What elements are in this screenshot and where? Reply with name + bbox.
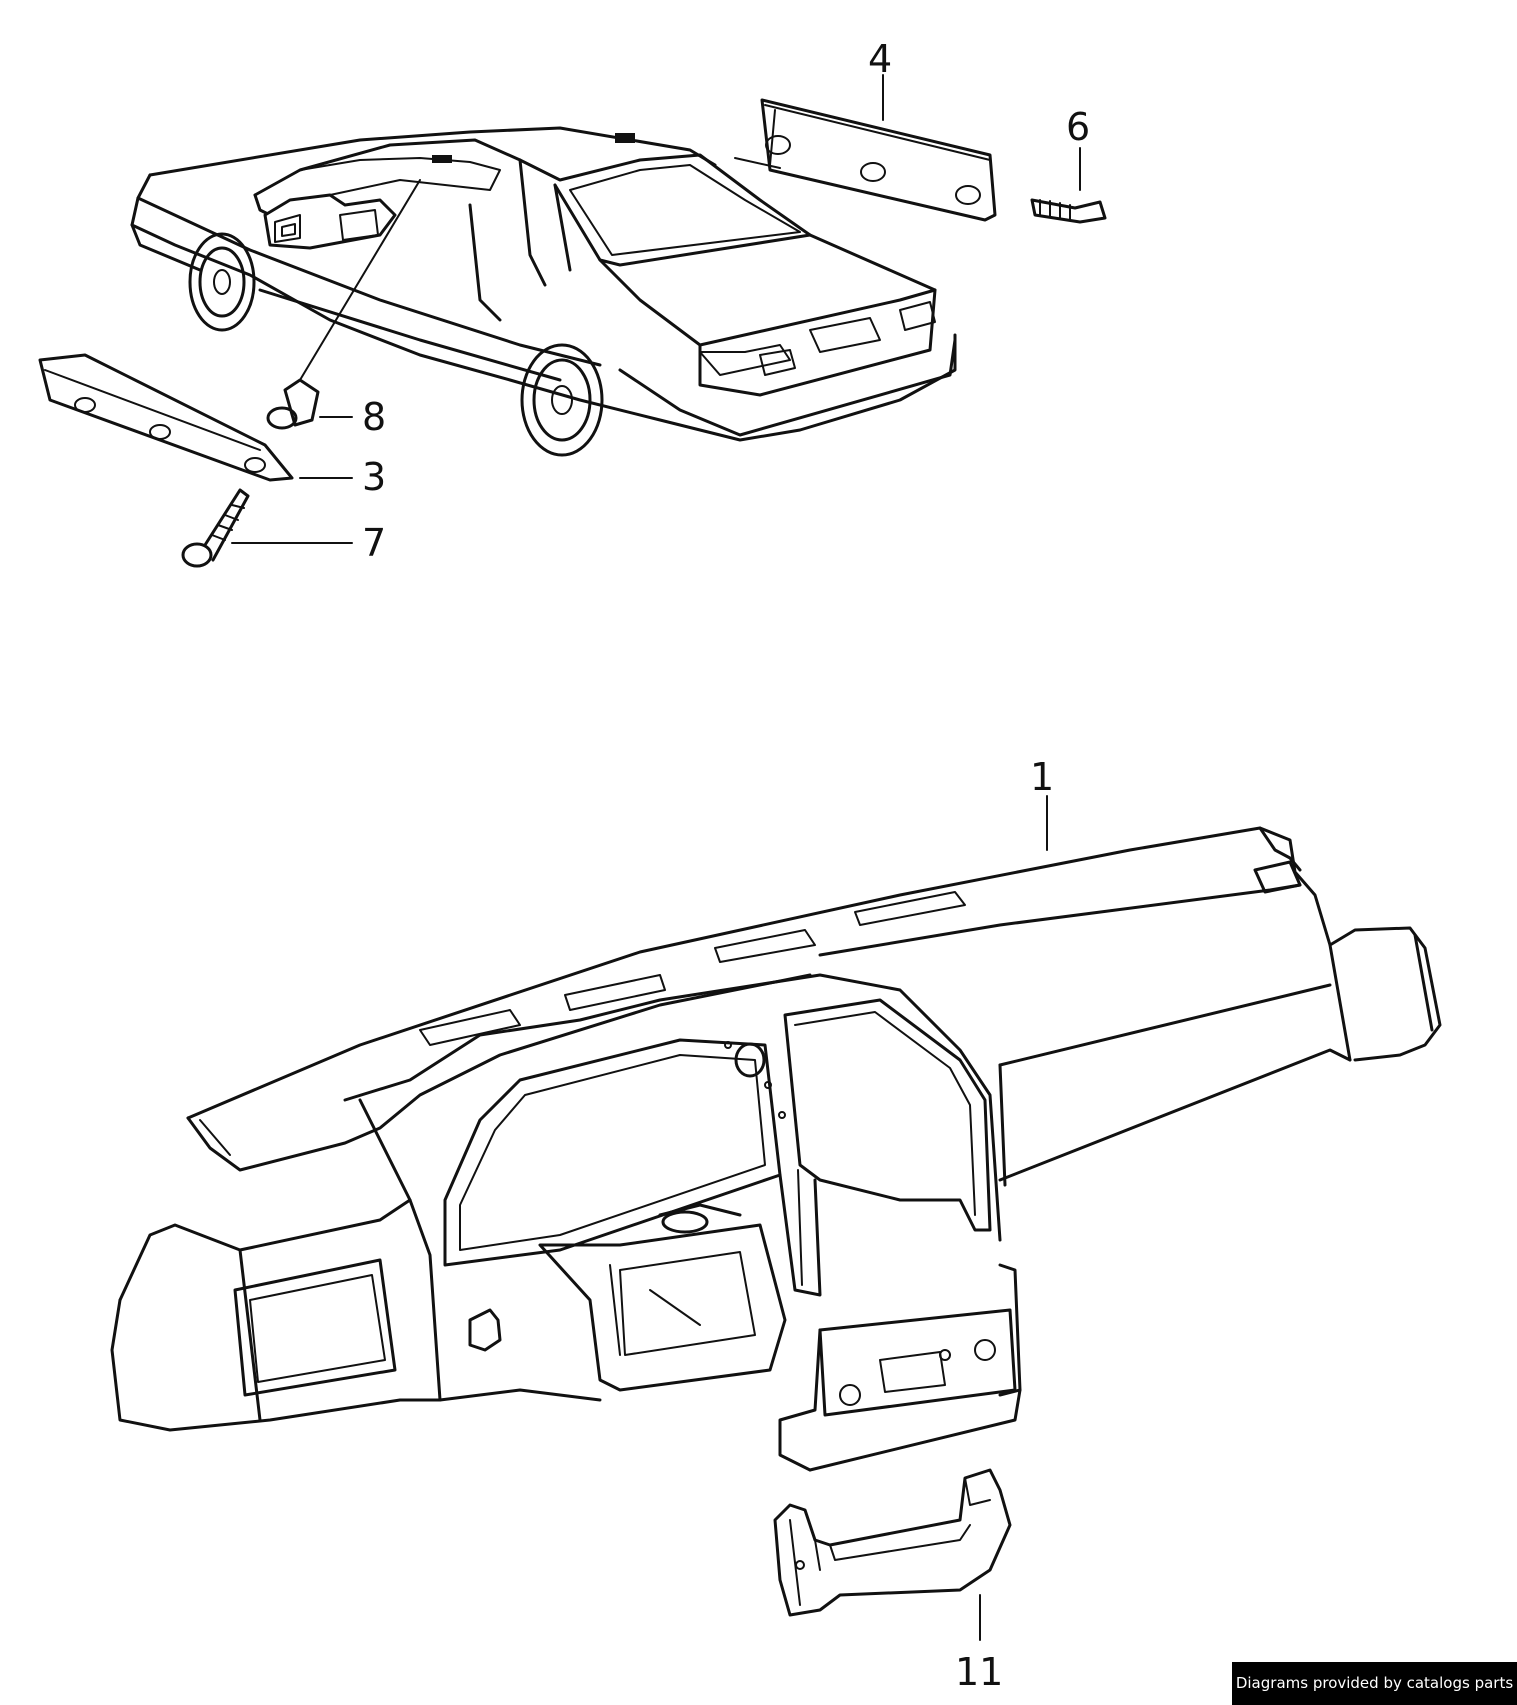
callout-7: 7 — [362, 521, 386, 565]
credit-banner: Diagrams provided by catalogs parts — [1232, 1662, 1517, 1705]
callout-6: 6 — [1066, 105, 1090, 149]
leader-lines — [231, 74, 1081, 1641]
callout-11: 11 — [955, 1650, 1003, 1694]
part-6-screw — [1030, 198, 1107, 224]
part-8-clip — [266, 378, 320, 430]
callout-3: 3 — [362, 455, 386, 499]
part-4-trim-strip — [734, 98, 997, 222]
callout-4: 4 — [868, 37, 892, 81]
callout-1: 1 — [1030, 755, 1054, 799]
part-3-trim-strip — [38, 353, 294, 482]
part-7-screw — [181, 488, 250, 568]
part-1-dashboard — [110, 826, 1442, 1472]
part-11-bracket — [773, 1468, 1012, 1617]
callout-8: 8 — [362, 395, 386, 439]
car-illustration — [130, 126, 957, 457]
